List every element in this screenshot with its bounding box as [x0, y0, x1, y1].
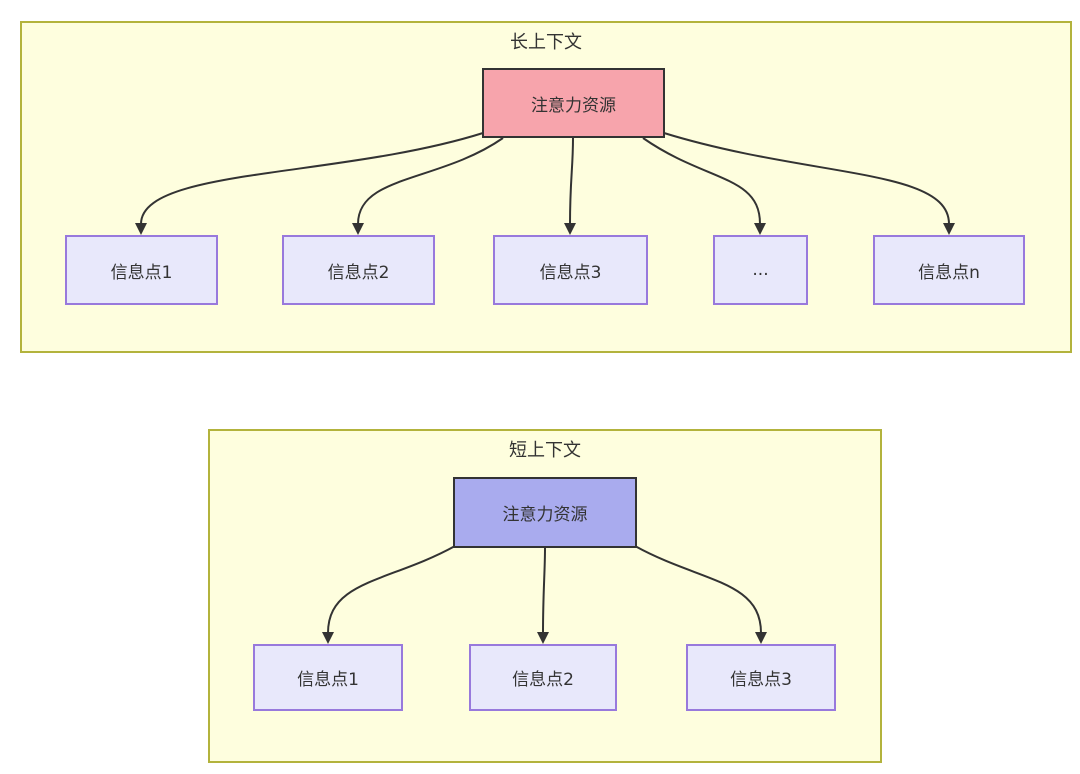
arrowhead-short-3 — [755, 632, 767, 644]
arrow-short-2 — [542, 547, 546, 634]
arrowhead-long-2 — [352, 223, 364, 235]
arrowhead-long-4 — [754, 223, 766, 235]
arrow-short-3 — [634, 545, 762, 634]
arrow-long-2 — [357, 137, 504, 225]
arrowhead-long-3 — [564, 223, 576, 235]
arrow-long-1 — [140, 132, 484, 225]
short-context-arrows — [327, 545, 762, 634]
info-node-short-3: 信息点3 — [686, 644, 836, 711]
long-context-title: 长上下文 — [510, 32, 582, 53]
arrowhead-short-2 — [537, 632, 549, 644]
long-context-arrowheads — [135, 223, 955, 235]
info-node-long-2: 信息点2 — [282, 235, 435, 305]
arrowhead-long-1 — [135, 223, 147, 235]
info-node-long-ellipsis: ... — [713, 235, 808, 305]
short-context-arrowheads — [322, 632, 767, 644]
info-node-short-2: 信息点2 — [469, 644, 617, 711]
arrow-long-5 — [663, 132, 950, 225]
info-node-long-1: 信息点1 — [65, 235, 218, 305]
arrow-long-3 — [569, 137, 574, 225]
arrow-long-4 — [642, 137, 761, 225]
info-node-long-3: 信息点3 — [493, 235, 648, 305]
attention-node-short: 注意力资源 — [453, 477, 637, 548]
info-node-long-n: 信息点n — [873, 235, 1025, 305]
info-node-short-1: 信息点1 — [253, 644, 403, 711]
long-context-arrows — [140, 132, 950, 225]
short-context-title: 短上下文 — [509, 440, 581, 461]
arrowhead-short-1 — [322, 632, 334, 644]
arrow-short-1 — [327, 545, 456, 634]
attention-node-long: 注意力资源 — [482, 68, 665, 138]
arrowhead-long-5 — [943, 223, 955, 235]
